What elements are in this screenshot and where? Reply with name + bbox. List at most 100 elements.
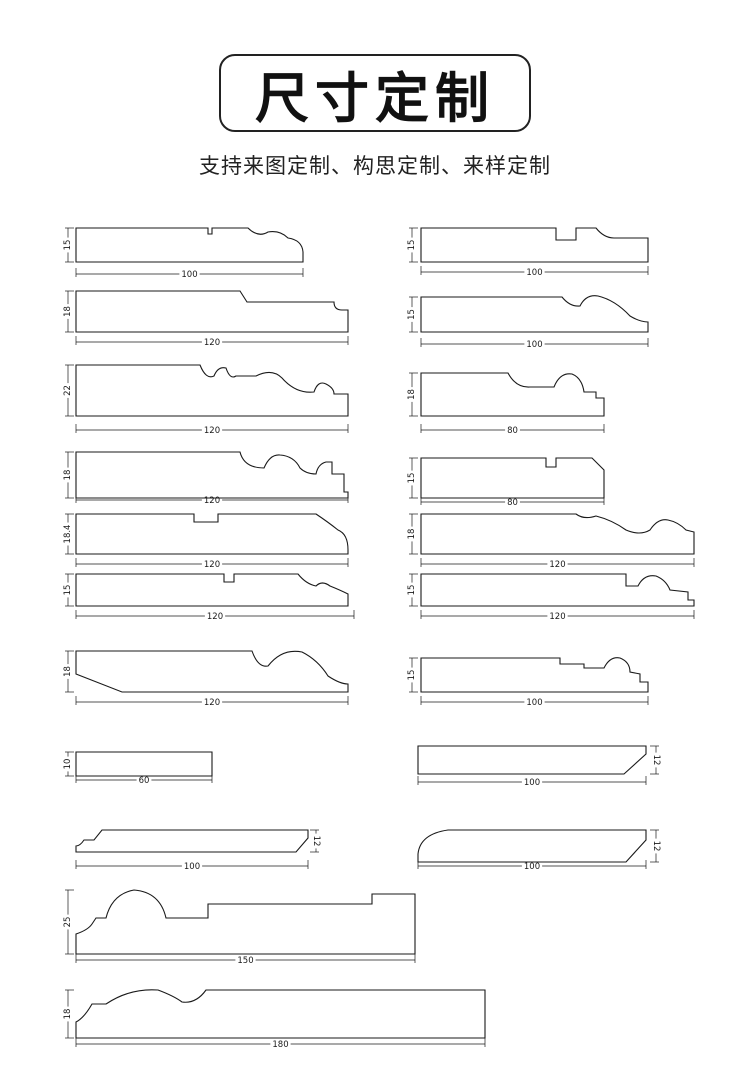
height-label: 15	[407, 473, 417, 484]
height-label-gap	[410, 582, 414, 598]
height-label: 15	[407, 240, 417, 251]
height-label: 12	[311, 836, 321, 847]
width-label-gap	[270, 1042, 291, 1046]
width-label: 100	[524, 778, 540, 788]
width-label: 180	[272, 1040, 288, 1050]
height-label: 18.4	[63, 525, 73, 544]
height-label: 15	[407, 585, 417, 596]
height-label-gap	[410, 307, 414, 322]
profile-shape	[75, 573, 349, 607]
width-label: 120	[549, 612, 565, 622]
profile-shape	[417, 829, 647, 863]
profile-8: 80 15	[407, 457, 605, 508]
height-label: 18	[63, 470, 73, 481]
height-label-gap	[314, 833, 318, 849]
height-label: 18	[407, 529, 417, 540]
profile-2: 100 15	[407, 227, 649, 278]
height-label-gap	[66, 914, 70, 930]
profile-shape	[75, 451, 349, 499]
width-label-gap	[505, 500, 520, 504]
profile-shape	[75, 829, 309, 853]
height-label: 18	[63, 1009, 73, 1020]
profile-shape	[75, 650, 349, 693]
height-label-gap	[66, 522, 70, 546]
height-label-gap	[66, 664, 70, 679]
width-label-gap	[235, 958, 256, 962]
width-label-gap	[547, 614, 568, 618]
profile-shape	[75, 889, 416, 955]
height-label: 15	[63, 240, 73, 251]
profile-7: 120 18	[63, 451, 349, 506]
height-label-gap	[410, 470, 414, 486]
profile-shape	[75, 751, 213, 777]
page-title: 尺寸定制	[255, 66, 495, 130]
profile-16: 100 12	[417, 745, 661, 788]
width-label: 100	[526, 268, 542, 278]
title-frame: 尺寸定制	[219, 54, 531, 132]
profile-shape	[75, 513, 349, 555]
height-label: 22	[63, 385, 73, 396]
height-label-gap	[410, 667, 414, 683]
height-label-gap	[66, 304, 70, 319]
profile-shape	[75, 290, 349, 333]
width-label-gap	[505, 428, 520, 432]
height-label-gap	[410, 526, 414, 542]
width-label-gap	[521, 780, 543, 784]
profile-12: 120 15	[407, 573, 695, 622]
profile-shape	[75, 989, 486, 1039]
width-label: 100	[184, 862, 200, 872]
height-label-gap	[66, 756, 70, 772]
profile-10: 120 18	[407, 513, 695, 570]
width-label: 120	[204, 560, 220, 570]
profile-9: 120 18.4	[63, 513, 349, 570]
height-label-gap	[410, 237, 414, 253]
profile-shape	[75, 227, 304, 263]
height-label-gap	[66, 237, 70, 253]
width-label-gap	[201, 700, 223, 704]
width-label: 120	[204, 496, 220, 506]
width-label: 120	[204, 338, 220, 348]
width-label-gap	[201, 562, 223, 566]
height-label-gap	[66, 467, 70, 483]
profile-18: 100 12	[417, 829, 661, 872]
height-label-gap	[410, 387, 414, 402]
width-label: 100	[526, 698, 542, 708]
width-label: 120	[204, 426, 220, 436]
width-label: 150	[237, 956, 253, 966]
width-label: 60	[139, 776, 150, 786]
profile-19: 150 25	[63, 889, 416, 966]
profile-shape	[75, 364, 349, 417]
profile-shape	[420, 457, 605, 499]
profile-shape	[420, 295, 649, 333]
width-label-gap	[524, 700, 545, 704]
profile-shape	[420, 372, 605, 417]
profile-shape	[420, 573, 695, 607]
width-label-gap	[201, 340, 223, 344]
profile-13: 120 18	[63, 650, 349, 708]
profile-5: 120 22	[63, 364, 349, 436]
profile-shape	[417, 745, 647, 775]
height-label: 18	[63, 306, 73, 317]
height-label-gap	[66, 582, 70, 598]
height-label: 12	[651, 841, 661, 852]
height-label: 12	[651, 755, 661, 766]
height-label: 15	[63, 585, 73, 596]
height-label: 18	[63, 666, 73, 677]
profile-shape	[420, 657, 649, 693]
width-label-gap	[181, 864, 203, 868]
width-label-gap	[136, 778, 152, 782]
height-label-gap	[66, 383, 70, 398]
width-label: 80	[507, 426, 518, 436]
width-label: 80	[507, 498, 518, 508]
width-label-gap	[201, 498, 223, 502]
width-label: 120	[549, 560, 565, 570]
profile-3: 120 18	[63, 290, 349, 348]
width-label: 100	[524, 862, 540, 872]
width-label: 120	[204, 698, 220, 708]
width-label: 100	[526, 340, 542, 350]
height-label: 25	[63, 917, 73, 928]
